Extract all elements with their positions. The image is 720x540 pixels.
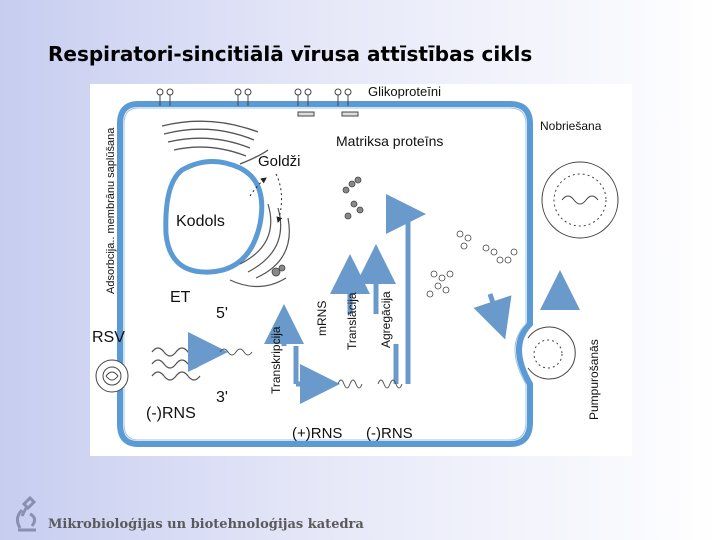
positive-rna-coil — [337, 379, 363, 389]
label-three-prime: 3' — [216, 389, 228, 406]
rsv-life-cycle-diagram: Glikoproteīni Nobriešana Adsorbcija.. me… — [90, 84, 632, 456]
negative-rna-coil-small — [377, 379, 403, 389]
label-rsv: RSV — [92, 329, 125, 346]
mrna-coil — [219, 348, 253, 356]
mature-virion — [541, 161, 619, 239]
label-negative-rna-bottom: (-)RNS — [366, 425, 413, 442]
label-maturation: Nobriešana — [540, 119, 602, 133]
golgi-apparatus — [161, 120, 269, 165]
budding-virion — [527, 326, 576, 380]
label-matrix-protein: Matriksa proteīns — [336, 133, 443, 149]
endoplasmic-reticulum — [229, 203, 290, 288]
rsv-virion — [95, 359, 129, 393]
label-negative-rna: (-)RNS — [146, 405, 196, 422]
slide-title: Respiratori-sincitiālā vīrusa attīstības… — [48, 42, 533, 66]
matrix-protein-clusters — [271, 176, 364, 277]
label-mrna: mRNS — [315, 301, 329, 336]
label-translation: Translācija — [345, 292, 359, 350]
label-adsorption: Adsorbcija.. membrānu saplūšana — [105, 127, 117, 294]
label-aggregation: Agregācija — [379, 291, 393, 348]
label-glycoproteins: Glikoproteīni — [368, 84, 441, 99]
label-five-prime: 5' — [216, 305, 228, 322]
footer-department: Mikrobioloģijas un biotehnoloģijas kated… — [48, 517, 364, 532]
label-positive-rna-bottom: (+)RNS — [292, 425, 342, 442]
label-transcription: Transkripcija — [269, 326, 283, 394]
aggregates — [426, 230, 518, 298]
label-golgi: Goldži — [258, 153, 301, 170]
microscope-icon — [15, 495, 37, 532]
label-budding: Pumpurošanās — [587, 339, 601, 420]
label-nucleus: Kodols — [176, 213, 225, 230]
label-er: ET — [170, 289, 191, 306]
glycoprotein-markers — [156, 88, 359, 117]
nucleus — [163, 159, 265, 275]
cell-membrane — [117, 101, 533, 447]
